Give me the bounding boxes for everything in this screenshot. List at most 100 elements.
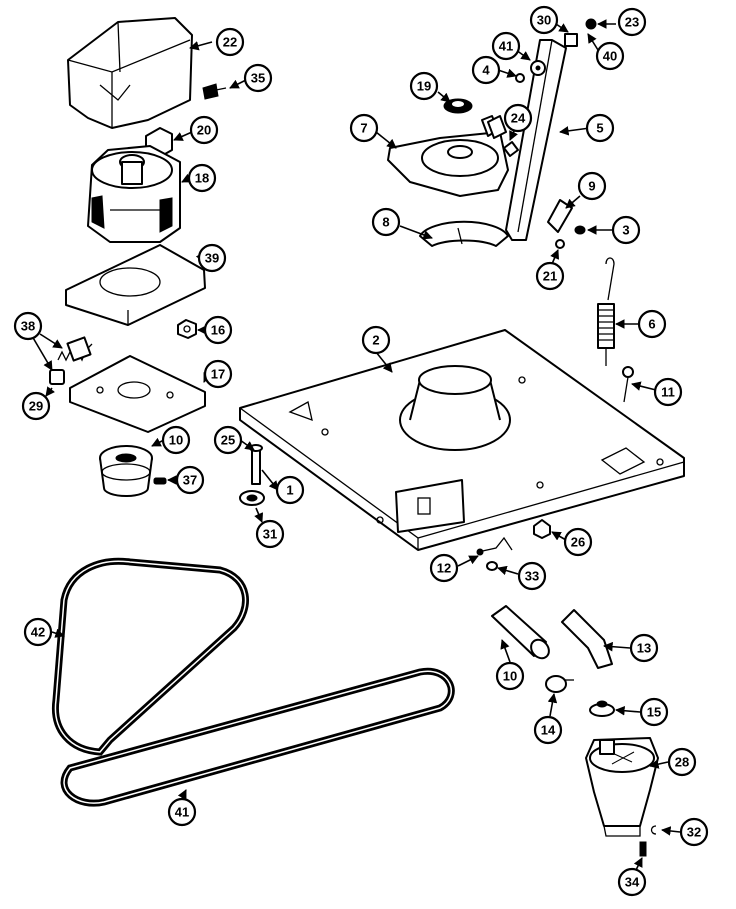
callout-37: 38 [13,311,43,341]
callout-labels: 22 35 20 18 39 16 17 10 37 38 29 25 1 31… [13,5,709,897]
svg-text:17: 17 [211,367,225,382]
motor-mount-part [65,244,206,326]
svg-text:1: 1 [286,483,293,498]
callout-39: 40 [595,41,625,71]
motor-cover-part [67,17,193,129]
strut-hardware-part [515,18,597,83]
callout-27: 26 [563,527,593,557]
callout-30: 30 [529,5,559,35]
pump-belt-part [60,667,455,807]
svg-text:23: 23 [625,15,639,30]
svg-text:13: 13 [637,641,651,656]
tension-spring-part [597,257,615,366]
clamp-part [476,536,513,571]
svg-text:14: 14 [541,723,556,738]
gearcase-part [387,115,509,197]
svg-text:42: 42 [31,625,45,640]
callout-10b: 10 [495,661,525,691]
clip-part [49,369,65,385]
callout-6: 6 [637,309,667,339]
svg-text:5: 5 [596,121,603,136]
svg-text:10: 10 [503,669,517,684]
callout-7: 7 [349,113,379,143]
svg-text:8: 8 [382,215,389,230]
hose-part [491,605,550,660]
callout-36: 37 [175,465,205,495]
callout-29: 29 [21,391,51,421]
svg-text:20: 20 [197,123,211,138]
svg-text:40: 40 [603,49,617,64]
callout-28: 28 [667,747,697,777]
svg-text:15: 15 [647,705,661,720]
svg-text:3: 3 [622,223,629,238]
svg-text:33: 33 [525,569,539,584]
callout-34: 34 [617,867,647,897]
callout-22: 20 [189,115,219,145]
small-bracket-part [547,199,573,233]
svg-text:6: 6 [648,317,655,332]
seal-part [443,98,473,114]
motor-part [87,145,181,243]
gearcase-clip-part [503,141,519,157]
callout-21: 21 [535,261,565,291]
svg-text:31: 31 [263,527,277,542]
lower-plate-part [69,355,206,433]
callout-2: 2 [361,325,391,355]
callout-42: 42 [23,617,53,647]
pump-part [585,737,659,837]
svg-text:19: 19 [417,79,431,94]
callout-32: 32 [679,817,709,847]
pump-hardware-part [639,825,657,857]
svg-text:2: 2 [372,333,379,348]
callout-15: 15 [639,697,669,727]
elbow-hose-part [561,609,613,669]
drive-belt-part [51,557,249,756]
callout-5: 5 [585,113,615,143]
callout-23: 22 [215,27,245,57]
callout-19: 18 [187,163,217,193]
svg-text:26: 26 [571,535,585,550]
svg-text:35: 35 [251,71,265,86]
svg-text:29: 29 [29,399,43,414]
screw-part [202,83,227,100]
spring-part [57,336,93,362]
svg-text:37: 37 [183,473,197,488]
svg-text:4: 4 [482,63,490,78]
svg-text:16: 16 [211,323,225,338]
svg-text:25: 25 [221,433,235,448]
callout-17: 17 [203,359,233,389]
svg-text:41: 41 [175,805,189,820]
strut-screws-part [555,225,586,249]
svg-text:34: 34 [625,875,640,890]
callout-14: 14 [533,715,563,745]
callout-18: 10 [161,425,191,455]
svg-text:12: 12 [437,561,451,576]
callout-41: 41 [167,797,197,827]
callout-20: 19 [409,71,439,101]
callout-13: 13 [629,633,659,663]
svg-text:24: 24 [511,111,526,126]
svg-text:41: 41 [499,39,513,54]
leader-lines [31,19,681,871]
eyebolt-part [622,366,634,403]
strut-part [505,39,567,241]
svg-text:28: 28 [675,755,689,770]
callout-12: 12 [429,553,459,583]
svg-text:39: 39 [205,251,219,266]
svg-text:21: 21 [543,269,557,284]
callout-40: 41 [491,31,521,61]
boot-part [419,220,509,247]
callout-1: 1 [275,475,305,505]
svg-text:22: 22 [223,35,237,50]
svg-text:9: 9 [588,179,595,194]
hose-clamp-part [545,675,574,693]
callout-31: 31 [255,519,285,549]
clamp-ring-part [589,700,615,717]
svg-text:32: 32 [687,825,701,840]
nut-part [177,319,197,339]
callout-11: 11 [653,377,683,407]
svg-text:18: 18 [195,171,209,186]
callout-38: 39 [197,243,227,273]
